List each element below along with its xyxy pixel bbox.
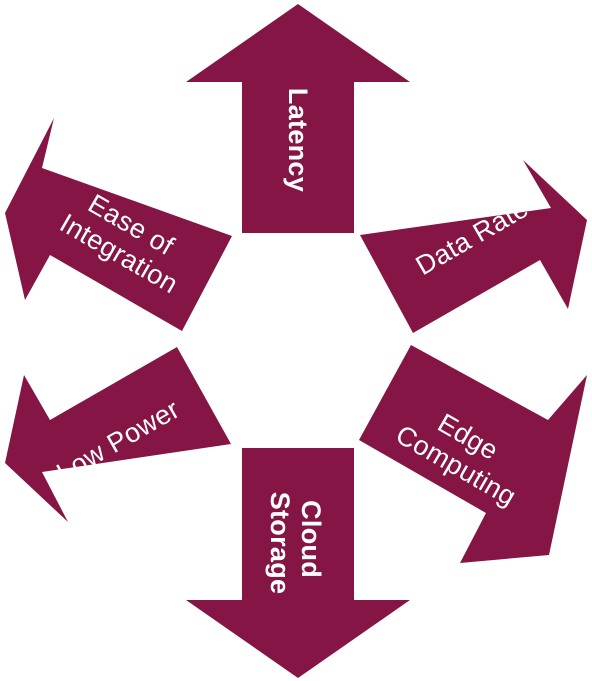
arrow-low-power-shape: [5, 347, 231, 522]
arrow-latency: Latency: [186, 4, 410, 233]
arrow-latency-shape: [186, 4, 410, 233]
arrow-ease-of-integration-shape: [5, 118, 232, 331]
arrow-edge-computing: Edge Computing: [359, 345, 587, 563]
arrow-data-rate: Data Rate: [360, 160, 587, 333]
arrow-cloud-storage: Cloud Storage: [186, 448, 410, 678]
arrow-latency-label: Latency: [283, 88, 313, 192]
arrow-low-power: Low Power: [5, 347, 231, 522]
arrow-data-rate-shape: [360, 160, 587, 333]
arrow-edge-computing-shape: [359, 345, 587, 563]
arrow-cloud-storage-shape: [186, 448, 410, 678]
arrow-cloud-storage-label: Cloud Storage: [265, 492, 326, 595]
arrow-ease-of-integration: Ease of Integration: [5, 118, 232, 331]
